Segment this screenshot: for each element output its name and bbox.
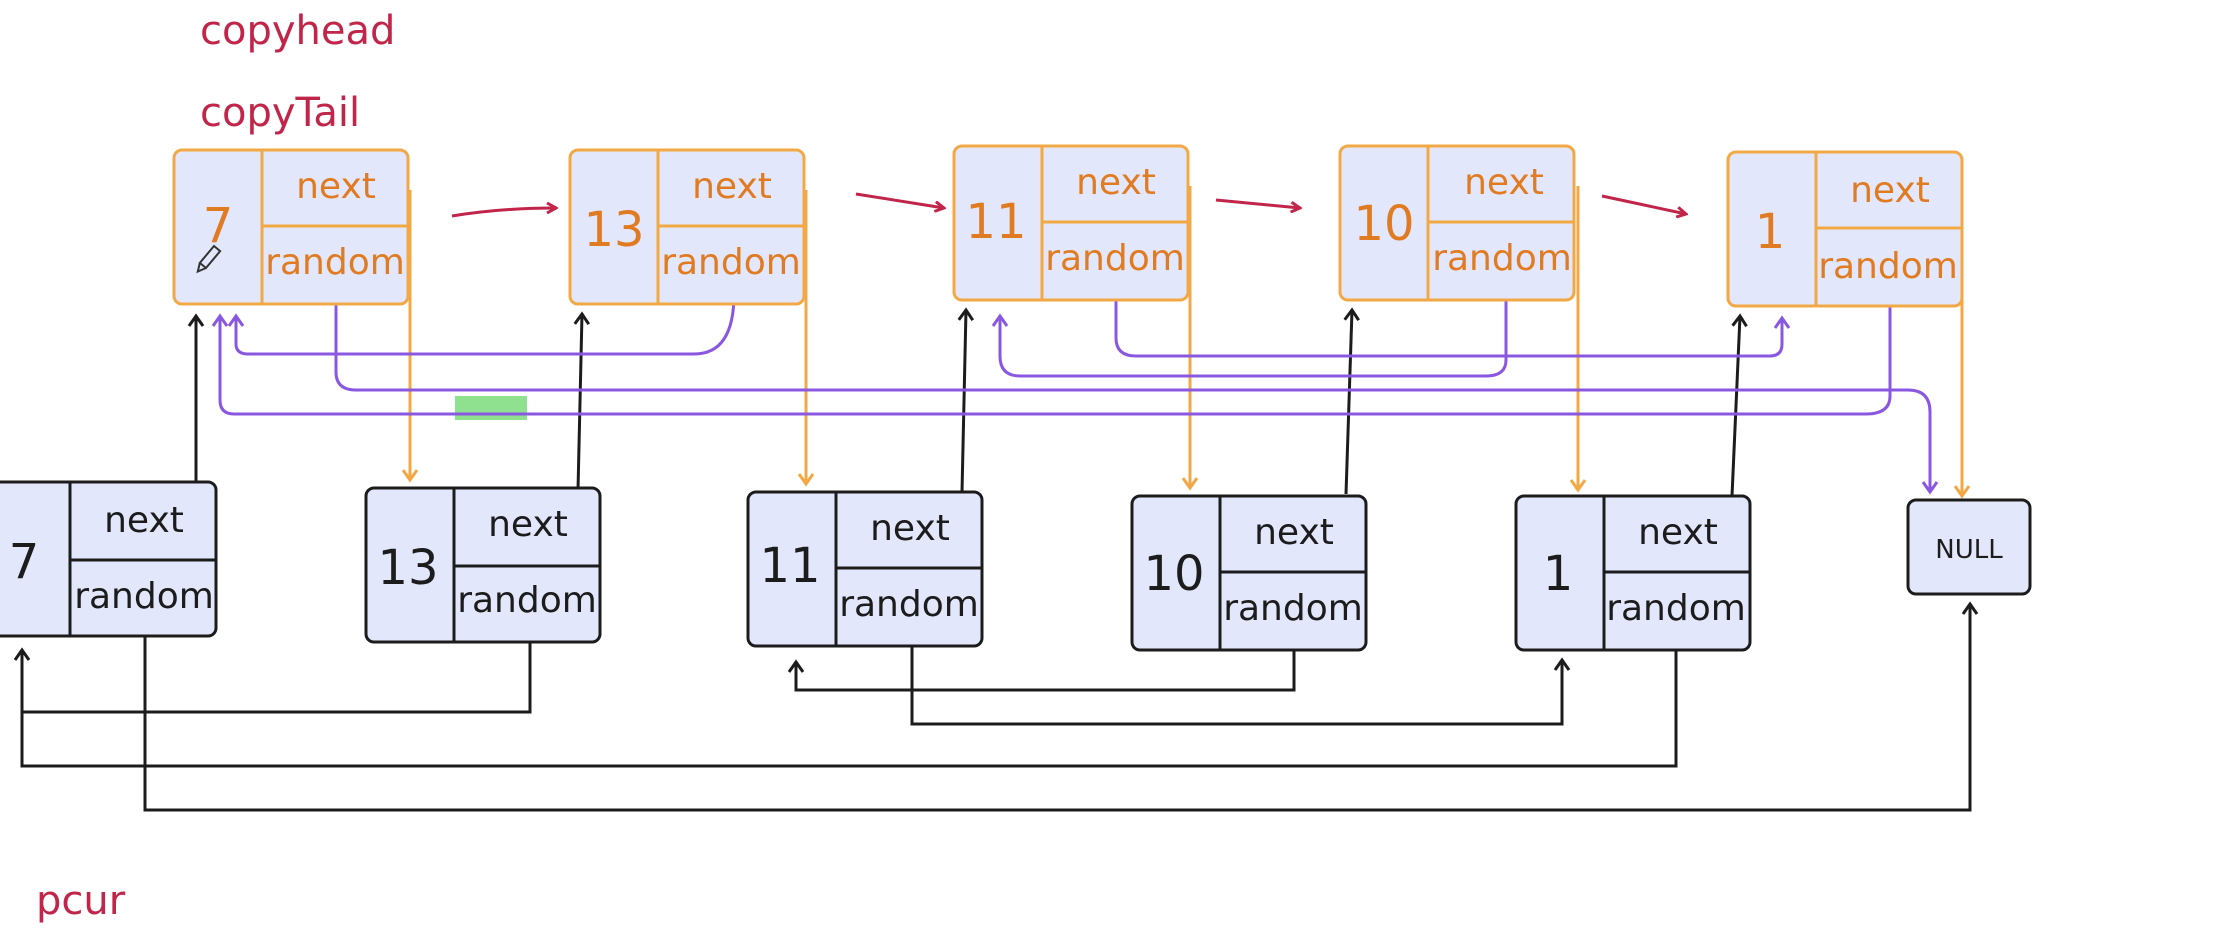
copy1-random-to-copy7 xyxy=(211,304,1892,416)
random-link-7-to-null xyxy=(143,601,1979,812)
null-node: NULL xyxy=(1906,498,2032,596)
copy-node-13: 13 next random xyxy=(568,148,806,306)
original-node-random: random xyxy=(1606,588,1746,629)
copy10-random-to-copy11 xyxy=(991,290,1508,378)
pcur-label: pcur xyxy=(36,878,126,924)
original-node-random: random xyxy=(74,576,214,617)
original-node-next: next xyxy=(488,504,568,545)
original-random-links xyxy=(13,601,1979,812)
copy-node-random: random xyxy=(661,242,801,283)
copy-node-next: next xyxy=(1076,162,1156,203)
original-node-random: random xyxy=(1223,588,1363,629)
copy-node-value: 11 xyxy=(965,194,1026,250)
original-node-value: 1 xyxy=(1543,546,1574,602)
copy-node-10: 10 next random xyxy=(1338,144,1576,302)
original-node-next: next xyxy=(1638,512,1718,553)
orig13-to-copy13 xyxy=(573,311,591,491)
copy-node-random: random xyxy=(1045,238,1185,279)
copy-node-value: 13 xyxy=(583,202,644,258)
copy-node-random: random xyxy=(1818,246,1958,287)
copy-node-value: 1 xyxy=(1755,204,1786,260)
copy-arrow-13-11 xyxy=(855,192,944,208)
copy7-random-to-null xyxy=(334,294,1939,495)
original-node-10: 10 next random xyxy=(1130,494,1368,652)
copytail-label: copyTail xyxy=(200,90,360,136)
highlight-mark xyxy=(455,396,527,420)
copy-node-7: 7 next random xyxy=(172,148,410,306)
copy-arrow-11-10 xyxy=(1215,198,1300,208)
pencil-icon xyxy=(196,244,222,274)
copy-random-links xyxy=(211,290,1939,495)
copy-node-value: 7 xyxy=(203,198,234,254)
original-node-value: 11 xyxy=(759,538,820,594)
random-link-10-to-11 xyxy=(787,646,1296,692)
copy-node-random: random xyxy=(265,242,405,283)
copy11-random-to-copy1 xyxy=(1114,290,1791,358)
original-node-value: 13 xyxy=(377,540,438,596)
copy-node-value: 10 xyxy=(1353,196,1414,252)
copyhead-label: copyhead xyxy=(200,8,395,54)
copy-arrow-10-1 xyxy=(1601,194,1686,214)
orig10-to-copy10 xyxy=(1343,307,1360,495)
copy-node-next: next xyxy=(692,166,772,207)
copy-node-next: next xyxy=(1464,162,1544,203)
original-node-next: next xyxy=(870,508,950,549)
copy-chain-arrows xyxy=(451,192,1686,218)
original-node-7: 7 next random xyxy=(0,480,218,638)
null-label: NULL xyxy=(1935,535,2003,565)
copy-arrow-7-13 xyxy=(451,208,556,218)
orig11-to-copy11 xyxy=(957,307,975,493)
orig1-to-copy1 xyxy=(1730,313,1748,497)
original-node-next: next xyxy=(104,500,184,541)
copy-node-11: 11 next random xyxy=(952,144,1190,302)
copy-node-next: next xyxy=(1850,170,1930,211)
copy-next-links xyxy=(401,186,1971,499)
copy-node-random: random xyxy=(1432,238,1572,279)
copy-node-1: 1 next random xyxy=(1726,150,1964,308)
random-link-1-to-7 xyxy=(20,642,1678,768)
copy13-random-to-copy7 xyxy=(227,293,736,356)
random-link-13-to-7 xyxy=(13,632,532,714)
original-node-11: 11 next random xyxy=(746,490,984,648)
copy-node-next: next xyxy=(296,166,376,207)
original-node-next: next xyxy=(1254,512,1334,553)
original-node-13: 13 next random xyxy=(364,486,602,644)
original-node-1: 1 next random xyxy=(1514,494,1752,652)
original-node-random: random xyxy=(839,584,979,625)
random-link-11-to-1 xyxy=(910,640,1571,726)
original-node-value: 10 xyxy=(1143,546,1204,602)
original-node-random: random xyxy=(457,580,597,621)
original-node-value: 7 xyxy=(9,534,40,590)
